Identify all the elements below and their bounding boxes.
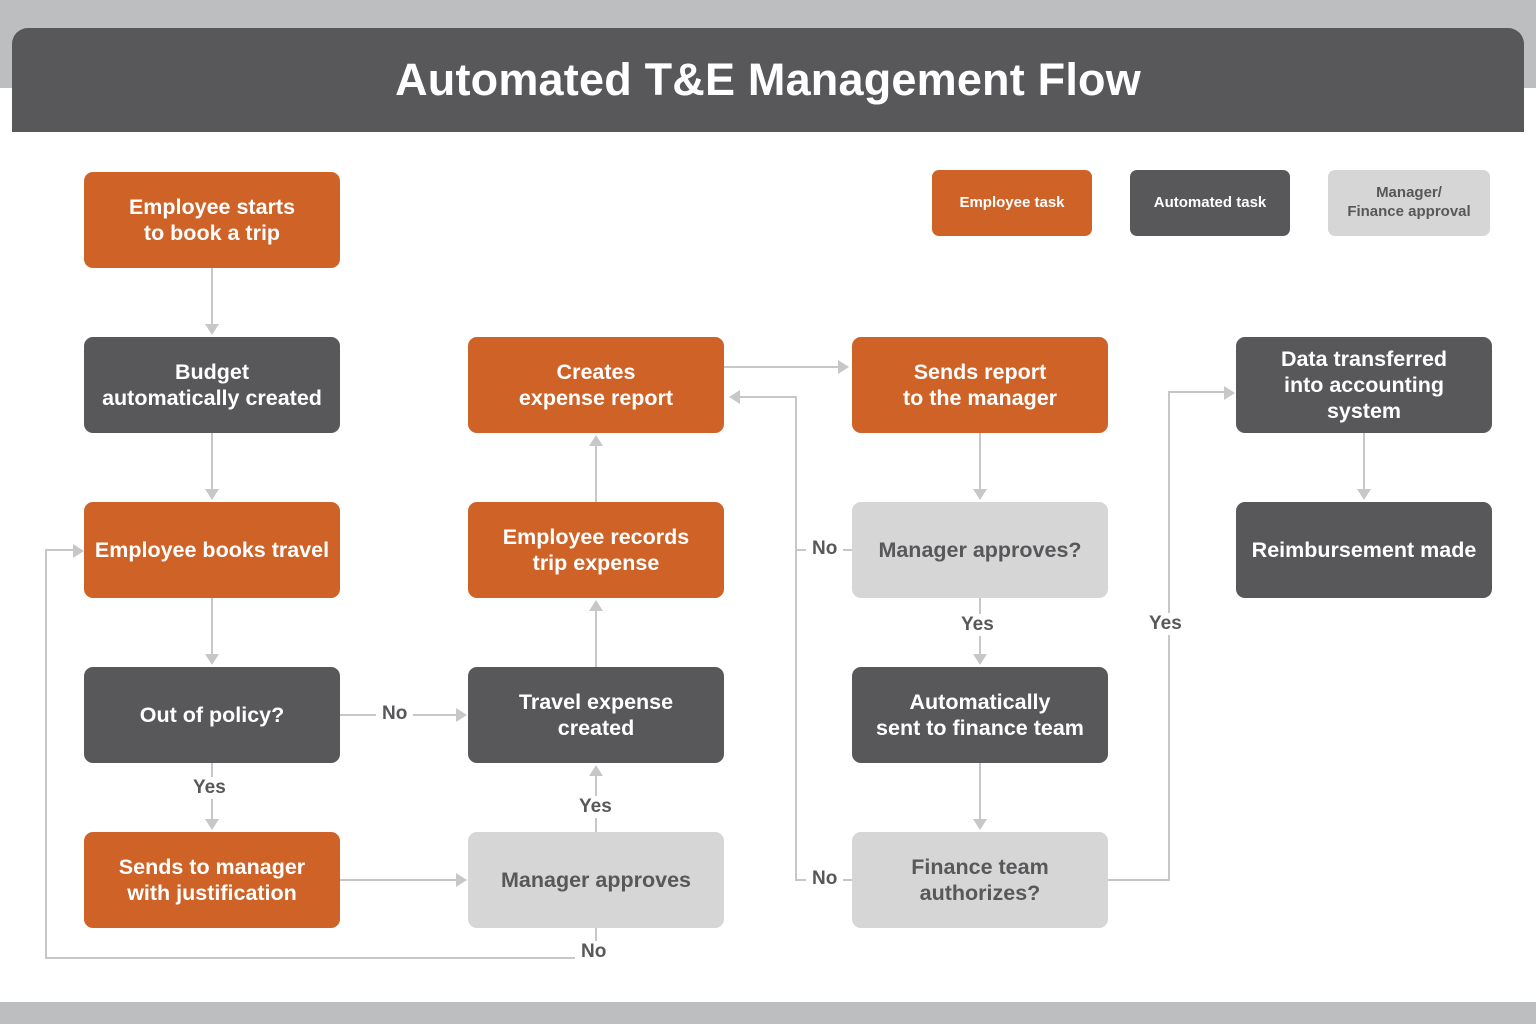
connector-n13-yes-up [1168, 392, 1170, 880]
connector-n9-no-into-n3 [45, 549, 73, 551]
node-label: Out of policy? [139, 702, 285, 727]
connector-no-merge-vertical [795, 396, 797, 880]
legend-item-employee-task: Employee task [932, 170, 1092, 236]
connector-n13-yes-right [1108, 879, 1170, 881]
edge-label-no-3: No [806, 538, 844, 560]
arrow-down-icon [973, 489, 987, 500]
arrow-down-icon [205, 489, 219, 500]
legend-label: Employee task [959, 193, 1065, 211]
edge-label-no-4: No [806, 868, 844, 890]
connector-n14-n15 [1363, 433, 1365, 491]
arrow-down-icon [973, 654, 987, 665]
node-employee-books-travel[interactable]: Employee books travel [84, 502, 340, 598]
arrow-left-icon [729, 390, 740, 404]
arrow-down-icon [205, 324, 219, 335]
node-label: Employee books travel [94, 537, 330, 562]
arrow-right-icon [838, 360, 849, 374]
connector-n7-n6 [595, 446, 597, 502]
connector-n10-n11 [979, 433, 981, 491]
edge-label-no-1: No [376, 703, 414, 725]
node-manager-approves-question[interactable]: Manager approves? [852, 502, 1108, 598]
edge-label-yes-1: Yes [187, 777, 232, 799]
legend-label: Automated task [1153, 193, 1267, 211]
edge-label-yes-2: Yes [573, 796, 618, 818]
edge-label-no-2: No [575, 941, 613, 963]
arrow-down-icon [205, 819, 219, 830]
node-out-of-policy[interactable]: Out of policy? [84, 667, 340, 763]
node-manager-approves[interactable]: Manager approves [468, 832, 724, 928]
connector-n5-n9 [340, 879, 456, 881]
connector-n13-yes-into-n14 [1168, 391, 1224, 393]
node-label: Reimbursement made [1251, 537, 1477, 562]
connector-n1-n2 [211, 268, 213, 326]
page-title: Automated T&E Management Flow [395, 54, 1141, 106]
edge-label-yes-4: Yes [1143, 613, 1188, 635]
connector-n9-no-horizontal [45, 957, 596, 959]
legend-item-approval: Manager/Finance approval [1328, 170, 1490, 236]
arrow-up-icon [589, 600, 603, 611]
connector-n12-n13 [979, 763, 981, 821]
arrow-down-icon [205, 654, 219, 665]
header-bar: Automated T&E Management Flow [12, 28, 1524, 132]
legend-label: Manager/Finance approval [1347, 184, 1471, 220]
edge-label-yes-3: Yes [955, 614, 1000, 636]
connector-n6-n10 [724, 366, 838, 368]
arrow-right-icon [456, 873, 467, 887]
arrow-up-icon [589, 765, 603, 776]
node-reimbursement-made[interactable]: Reimbursement made [1236, 502, 1492, 598]
arrow-down-icon [1357, 489, 1371, 500]
arrow-right-icon [73, 544, 84, 558]
arrow-right-icon [456, 708, 467, 722]
connector-no-merge-into-n6 [740, 396, 797, 398]
arrow-down-icon [973, 819, 987, 830]
node-label: Manager approves? [878, 537, 1082, 562]
bottom-band [0, 1002, 1536, 1024]
arrow-up-icon [589, 435, 603, 446]
connector-n9-no-up [45, 550, 47, 958]
node-label: Manager approves [501, 867, 691, 892]
connector-n8-n7 [595, 611, 597, 667]
legend-item-automated-task: Automated task [1130, 170, 1290, 236]
arrow-right-icon [1224, 386, 1235, 400]
connector-n2-n3 [211, 433, 213, 491]
connector-n3-n4 [211, 598, 213, 656]
